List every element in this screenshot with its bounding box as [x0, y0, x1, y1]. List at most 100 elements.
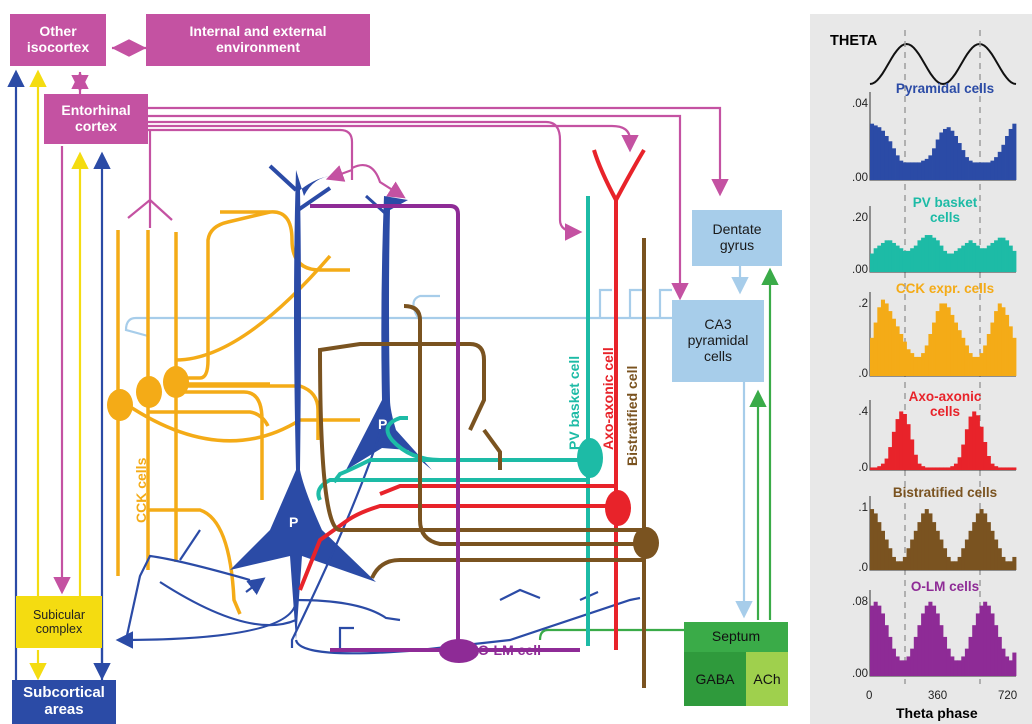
- hist-bar: [950, 561, 955, 570]
- hist-bar: [950, 656, 955, 676]
- hist-bar: [928, 155, 933, 180]
- hist-bar: [917, 240, 922, 272]
- hist-bar: [899, 660, 904, 676]
- hist-bar: [1005, 240, 1010, 272]
- hist-bar: [924, 509, 929, 570]
- hist-bar: [1012, 467, 1017, 470]
- hist-bar: [994, 157, 999, 180]
- hist-bar: [891, 242, 896, 272]
- hist-bar: [979, 248, 984, 272]
- environment-box: Internal and external environment: [146, 14, 370, 66]
- hist-bar: [932, 237, 937, 272]
- hist-bar: [968, 416, 973, 470]
- hist-bar: [957, 248, 962, 272]
- hist-bar: [957, 556, 962, 570]
- hist-bar: [953, 463, 958, 470]
- hist-bar: [899, 334, 904, 376]
- hist-bar: [943, 128, 948, 180]
- hist-bar: [1005, 314, 1010, 376]
- hist-bar: [990, 322, 995, 376]
- hist-bar: [873, 513, 878, 570]
- hist-bar: [994, 466, 999, 470]
- hist-bar: [884, 539, 889, 570]
- hist-bar: [964, 539, 969, 570]
- hist-bar: [880, 463, 885, 470]
- hist-bar: [880, 613, 885, 676]
- hist-bar: [979, 605, 984, 676]
- hist-bar: [1012, 556, 1017, 570]
- hist-bar: [939, 539, 944, 570]
- hist-bar: [902, 162, 907, 180]
- hist-bar: [979, 509, 984, 570]
- hist-bar: [983, 513, 988, 570]
- hist-bar: [1005, 467, 1010, 470]
- hist-bar: [946, 467, 951, 470]
- hist-bar: [910, 162, 915, 180]
- hist-bar: [891, 648, 896, 676]
- hist-bar: [870, 509, 875, 570]
- hist-bar: [946, 127, 951, 180]
- hist-bar: [870, 605, 875, 676]
- ca3-pyramidal-cells-box: CA3 pyramidal cells: [672, 300, 764, 382]
- hist-bar: [975, 356, 980, 376]
- hist-bar: [943, 467, 948, 470]
- hist-bar: [906, 548, 911, 570]
- hist-title: CCK expr. cells: [895, 281, 995, 296]
- hist-bar: [997, 636, 1002, 676]
- hist-bar: [983, 248, 988, 272]
- hist-bar: [935, 240, 940, 272]
- hist-bar: [972, 356, 977, 376]
- hist-bar: [895, 561, 900, 570]
- hist-title: PV basket cells: [912, 195, 978, 225]
- hist-bar: [932, 522, 937, 570]
- hist-bar: [877, 522, 882, 570]
- hist-bar: [906, 250, 911, 272]
- hist-bar: [972, 625, 977, 676]
- hist-bar: [1001, 556, 1006, 570]
- hist-bar: [932, 322, 937, 376]
- hist-bar: [946, 307, 951, 376]
- hist-bar: [964, 345, 969, 376]
- hist-bar: [932, 605, 937, 676]
- hist-bar: [968, 353, 973, 376]
- hist-bar: [1001, 237, 1006, 272]
- hist-bar: [880, 299, 885, 376]
- x-tick-0: 0: [866, 690, 873, 702]
- hist-bar: [888, 240, 893, 272]
- hist-bar: [873, 467, 878, 470]
- bistratified-soma: [633, 527, 659, 559]
- hist-bar: [877, 605, 882, 676]
- hist-bar: [870, 467, 875, 470]
- hist-bar: [913, 245, 918, 272]
- hist-bar: [921, 237, 926, 272]
- hist-bar: [968, 530, 973, 570]
- y-tick: .2: [858, 298, 868, 310]
- hist-bar: [950, 253, 955, 272]
- hist-bar: [964, 242, 969, 272]
- hist-bar: [877, 127, 882, 180]
- hist-bar: [877, 245, 882, 272]
- hist-bar: [1005, 136, 1010, 180]
- y-tick: .04: [852, 98, 868, 110]
- hist-bar: [884, 303, 889, 376]
- axo-axonic-soma: [605, 490, 631, 526]
- pyramidal-cell-symbol: P: [289, 514, 299, 530]
- hist-bar: [953, 660, 958, 676]
- hist-bar: [884, 240, 889, 272]
- hist-bar: [888, 311, 893, 376]
- y-tick: .20: [852, 212, 868, 224]
- hist-bar: [895, 419, 900, 470]
- hist-bar: [990, 160, 995, 180]
- hist-bar: [906, 162, 911, 180]
- hist-bar: [986, 605, 991, 676]
- hist-bar: [979, 162, 984, 180]
- hist-bar: [950, 314, 955, 376]
- hist-bar: [997, 151, 1002, 180]
- hist-bar: [935, 139, 940, 180]
- hist-bar: [935, 311, 940, 376]
- hist-bar: [902, 660, 907, 676]
- hist-bar: [997, 548, 1002, 570]
- hist-bar: [899, 411, 904, 470]
- hist-bar: [939, 245, 944, 272]
